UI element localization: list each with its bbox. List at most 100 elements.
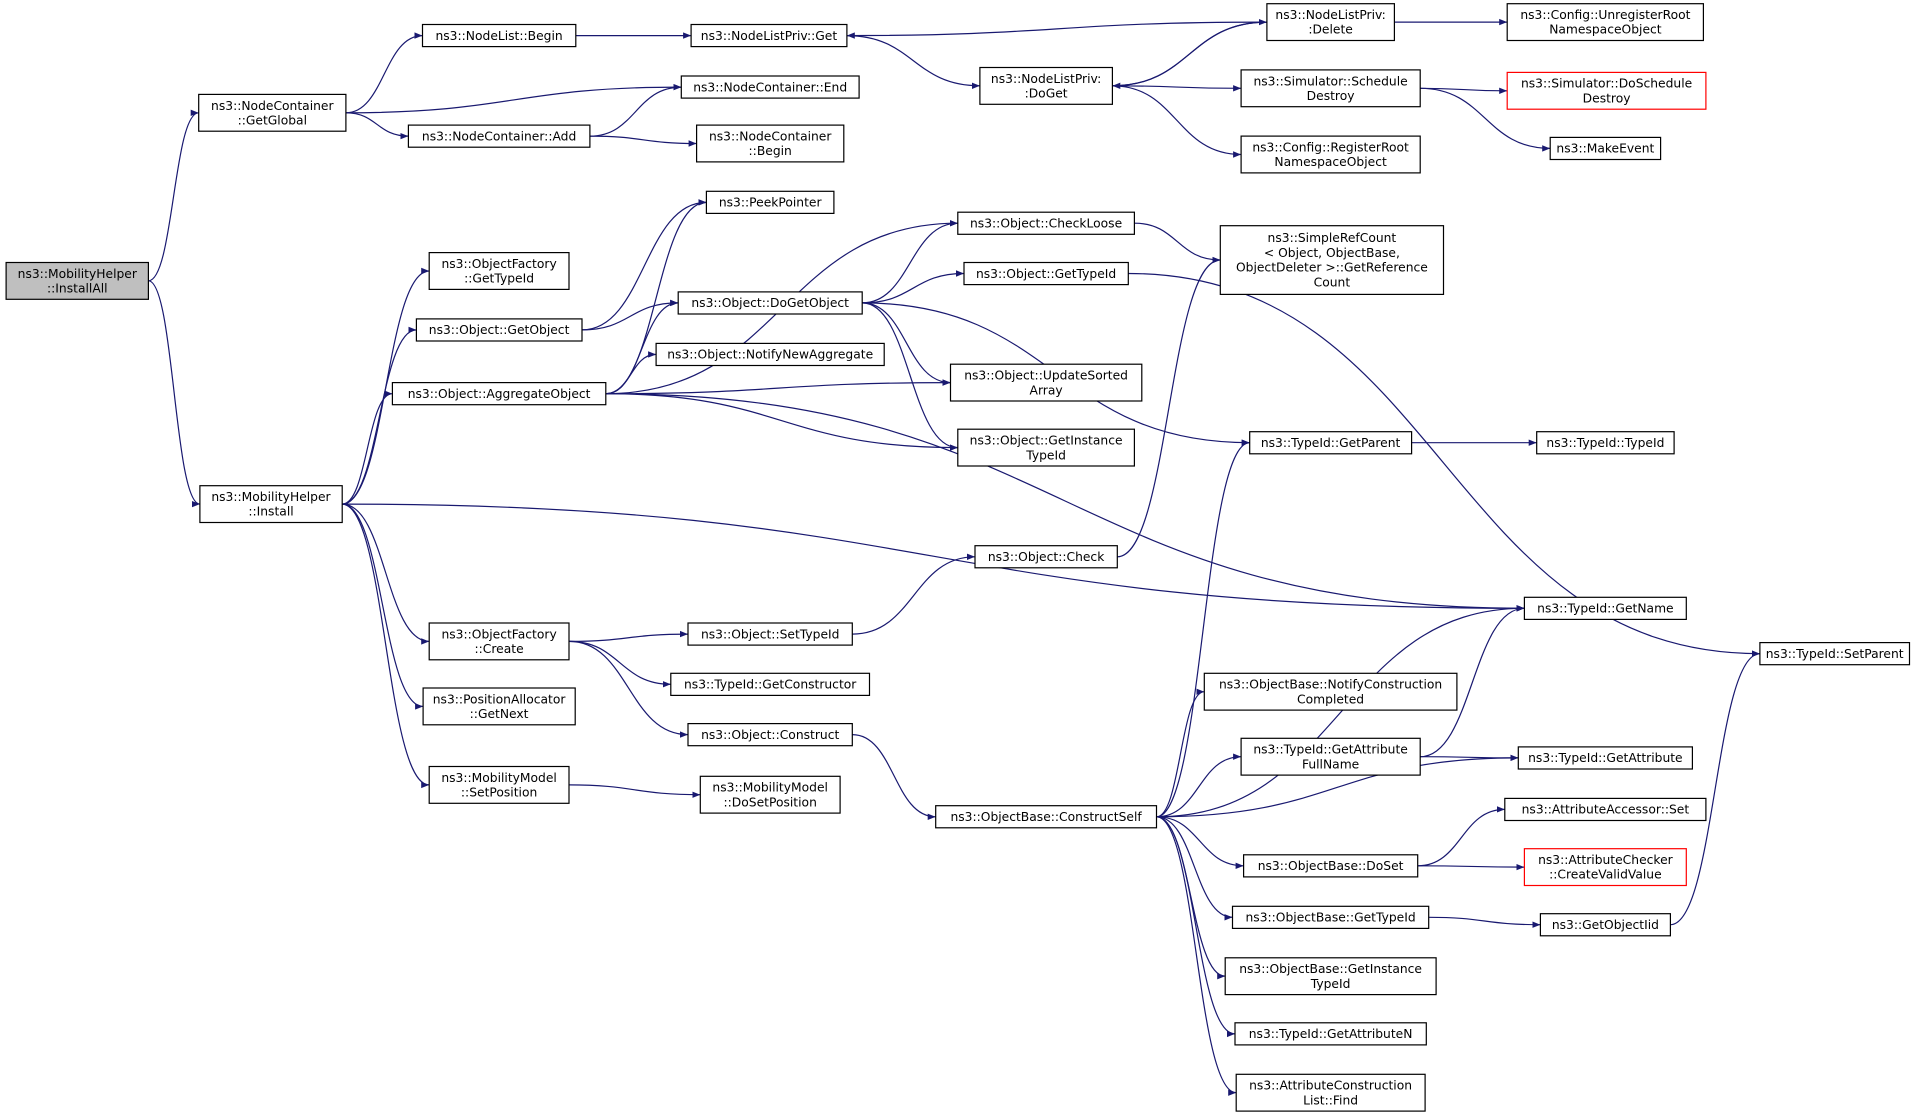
node-box — [677, 291, 863, 315]
edge-line — [342, 390, 393, 505]
node-label-line: ns3::Object::SetTypeId — [701, 627, 840, 641]
node-obj-aggregate[interactable]: ns3::Object::AggregateObject — [391, 382, 607, 406]
node-cfg-unregister[interactable]: ns3::Config::UnregisterRootNamespaceObje… — [1506, 3, 1704, 42]
node-nc-getglobal[interactable]: ns3::NodeContainer::GetGlobal — [198, 93, 347, 132]
node-mm-dosetposition[interactable]: ns3::MobilityModel::DoSetPosition — [699, 775, 841, 814]
node-label-line: ns3::PeekPointer — [719, 196, 823, 210]
node-obj-notifynewaggregate[interactable]: ns3::Object::NotifyNewAggregate — [655, 342, 885, 367]
node-nlp-doget[interactable]: ns3::NodeListPriv::DoGet — [979, 66, 1114, 105]
node-makeevent[interactable]: ns3::MakeEvent — [1549, 136, 1662, 161]
node-label-line: ::Install — [248, 505, 293, 519]
node-mm-setposition[interactable]: ns3::MobilityModel::SetPosition — [428, 765, 570, 804]
node-nodelist-begin[interactable]: ns3::NodeList::Begin — [421, 23, 577, 48]
edge-line — [1428, 916, 1541, 928]
edge-nlp_doget-to-sim_schedule — [1112, 85, 1242, 92]
node-installall[interactable]: ns3::MobilityHelper::InstallAll — [5, 261, 150, 300]
edge-line — [1156, 816, 1233, 921]
node-label-line: ns3::GetObjectIid — [1552, 918, 1659, 932]
node-typeid-setparent[interactable]: ns3::TypeId::SetParent — [1759, 641, 1911, 666]
node-box — [935, 805, 1158, 829]
edge-obj_dogetobject-to-obj_updatesorted — [862, 302, 951, 386]
node-box — [1234, 1022, 1427, 1046]
node-box — [979, 66, 1114, 105]
node-aa-set[interactable]: ns3::AttributeAccessor::Set — [1504, 797, 1707, 822]
node-ob-gettypeid[interactable]: ns3::ObjectBase::GetTypeId — [1231, 905, 1430, 929]
node-pa-getnext[interactable]: ns3::PositionAllocator::GetNext — [422, 687, 576, 726]
node-typeid-getattributen[interactable]: ns3::TypeId::GetAttributeN — [1234, 1022, 1427, 1046]
edge-line — [846, 21, 1267, 39]
node-box — [1523, 848, 1687, 887]
node-label-line: ns3::MobilityModel — [441, 771, 557, 785]
edge-line — [862, 302, 958, 451]
node-ob-constructself[interactable]: ns3::ObjectBase::ConstructSelf — [935, 805, 1158, 829]
node-obj-check[interactable]: ns3::Object::Check — [974, 545, 1118, 569]
edge-line — [569, 630, 689, 642]
node-label-line: ::InstallAll — [47, 282, 108, 296]
node-label-line: TypeId — [1025, 448, 1066, 462]
node-nc-add[interactable]: ns3::NodeContainer::Add — [407, 124, 591, 148]
node-box — [974, 545, 1118, 569]
node-nlp-get[interactable]: ns3::NodeListPriv::Get — [690, 23, 848, 48]
node-label-line: ns3::Simulator::DoSchedule — [1521, 77, 1692, 91]
node-label-line: ns3::Object::UpdateSorted — [964, 369, 1128, 383]
node-nlp-delete[interactable]: ns3::NodeListPriv::Delete — [1266, 3, 1396, 42]
edge-obj_getobject-to-peekpointer — [581, 199, 707, 331]
edge-ob_constructself-to-typeid_getattribute — [1156, 754, 1519, 818]
edge-sim_schedule-to-makeevent — [1420, 87, 1551, 152]
node-obj-construct[interactable]: ns3::Object::Construct — [687, 722, 853, 747]
edge-line — [345, 32, 423, 114]
edge-nc_getglobal-to-nc_add — [345, 112, 409, 140]
node-box — [415, 318, 583, 342]
node-typeid-getconstructor[interactable]: ns3::TypeId::GetConstructor — [670, 672, 871, 696]
node-obj-getobject[interactable]: ns3::Object::GetObject — [415, 318, 583, 342]
edge-obj_construct-to-ob_constructself — [852, 734, 936, 820]
node-ob-notifyconstruction[interactable]: ns3::ObjectBase::NotifyConstructionCompl… — [1203, 672, 1458, 711]
node-label-line: ns3::TypeId::GetAttribute — [1528, 751, 1683, 765]
edge-line — [569, 784, 701, 798]
node-label-line: Array — [1030, 383, 1063, 397]
node-typeid-getname[interactable]: ns3::TypeId::GetName — [1523, 596, 1687, 620]
edge-typeid_getattrfullname-to-typeid_getname — [1420, 605, 1525, 758]
node-ac-createvalid[interactable]: ns3::AttributeChecker::CreateValidValue — [1523, 848, 1687, 887]
node-nc-end[interactable]: ns3::NodeContainer::End — [680, 75, 860, 99]
edge-line — [1134, 222, 1221, 264]
node-of-create[interactable]: ns3::ObjectFactory::Create — [428, 622, 570, 661]
node-label-line: ns3::ObjectBase::DoSet — [1258, 859, 1404, 873]
node-box — [957, 211, 1135, 235]
node-peekpointer[interactable]: ns3::PeekPointer — [705, 190, 835, 215]
node-box — [421, 23, 577, 48]
edge-ob_gettypeid-to-getobjectiid — [1428, 916, 1541, 928]
node-obj-dogetobject[interactable]: ns3::Object::DoGetObject — [677, 291, 863, 315]
edge-ob_doset-to-ac_createvalid — [1417, 863, 1525, 871]
edge-installall-to-mh_install — [148, 280, 201, 508]
node-getobjectiid[interactable]: ns3::GetObjectIid — [1539, 913, 1672, 937]
node-label-line: :DoGet — [1025, 87, 1068, 101]
node-simplerefcount[interactable]: ns3::SimpleRefCount< Object, ObjectBase,… — [1219, 225, 1445, 295]
node-box — [1504, 797, 1707, 822]
node-label-line: ns3::TypeId::TypeId — [1546, 436, 1664, 450]
node-box — [1231, 905, 1430, 929]
node-nc-begin[interactable]: ns3::NodeContainer::Begin — [695, 124, 845, 163]
node-box — [1224, 957, 1437, 996]
node-typeid-typeid[interactable]: ns3::TypeId::TypeId — [1536, 431, 1675, 455]
edge-nlp_delete-to-nlp_doget — [1112, 21, 1267, 89]
node-label-line: ns3::NodeListPriv: — [991, 72, 1101, 86]
node-ob-doset[interactable]: ns3::ObjectBase::DoSet — [1242, 854, 1419, 878]
node-obj-gettypeid[interactable]: ns3::Object::GetTypeId — [963, 261, 1129, 286]
node-obj-checkloose[interactable]: ns3::Object::CheckLoose — [957, 211, 1135, 235]
edge-line — [1156, 753, 1242, 818]
node-mh-install[interactable]: ns3::MobilityHelper::Install — [199, 485, 343, 524]
node-of-gettypeid[interactable]: ns3::ObjectFactory::GetTypeId — [428, 252, 570, 291]
node-typeid-getattribute[interactable]: ns3::TypeId::GetAttribute — [1517, 746, 1694, 770]
node-box — [1219, 225, 1445, 295]
node-typeid-getparent[interactable]: ns3::TypeId::GetParent — [1249, 431, 1413, 455]
node-obj-settypeid[interactable]: ns3::Object::SetTypeId — [687, 622, 853, 646]
